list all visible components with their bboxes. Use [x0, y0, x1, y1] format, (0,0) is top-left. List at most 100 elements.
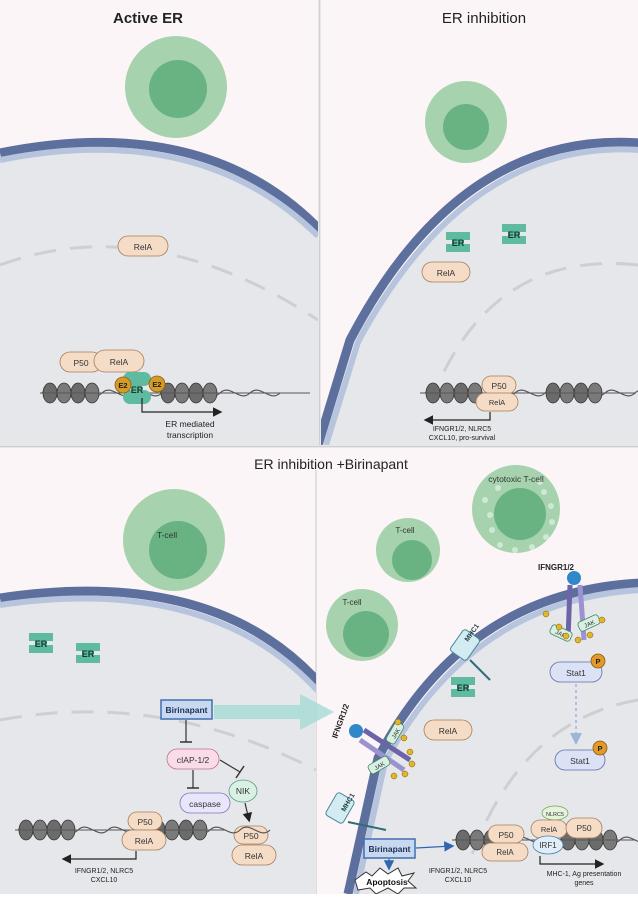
panel-title-er-inhibition: ER inhibition — [442, 10, 526, 27]
irf1-protein — [532, 835, 564, 855]
er-dimer-2: ER — [502, 224, 526, 244]
tcell-nucleus-4 — [392, 540, 432, 580]
rela-label: RelA — [134, 242, 153, 252]
genes-label-5a: MHC-1, Ag presentation — [547, 871, 622, 878]
transcription-arrow — [141, 398, 223, 417]
rela-bound-label-4: RelA — [496, 848, 514, 857]
rela-label-3b: RelA — [135, 836, 154, 846]
stat1-top-label: Stat1 — [566, 668, 586, 678]
apoptosis-label: Apoptosis — [366, 877, 408, 887]
rela-bound-protein-2 — [475, 392, 519, 412]
nuclear-envelope-4 — [468, 698, 638, 861]
ifngr-top-label: IFNGR1/2 — [538, 563, 575, 572]
birinapant-label-2: Birinapant — [368, 844, 410, 854]
er-label-1: ER — [452, 238, 465, 248]
rela-protein — [117, 235, 169, 257]
e2-left-label: E2 — [118, 381, 127, 390]
rela-protein-3a — [231, 844, 277, 866]
tcell-nucleus-3 — [149, 521, 207, 579]
genes-label-4b: CXCL10 — [445, 877, 472, 884]
birinapant-to-dna-arrow — [415, 841, 455, 852]
er-label-4: ER — [82, 649, 95, 659]
p50-label: P50 — [73, 358, 88, 368]
cell-membrane-inner-3 — [0, 595, 316, 694]
rela-bound-protein — [93, 349, 145, 373]
rela-protein-4 — [423, 719, 473, 741]
rela-label-5: RelA — [541, 825, 557, 834]
ifngr-receptor-mid: JAK JAK — [349, 718, 416, 780]
rela-label-4: RelA — [439, 726, 458, 736]
transcription-label-1: ER mediated — [165, 419, 214, 429]
transcription-arrow-3 — [61, 851, 137, 864]
caspase-label: caspase — [189, 799, 221, 809]
phospho-top-label: P — [595, 657, 600, 666]
panel-title-active-er: Active ER — [113, 10, 183, 27]
transcription-arrow-4 — [539, 856, 605, 869]
er-dimer-4: ER — [76, 643, 100, 663]
e2-right-label: E2 — [152, 380, 161, 389]
cytotoxic-granules — [482, 479, 555, 553]
transcription-arrow-2 — [423, 412, 491, 425]
cell-interior-3 — [0, 598, 316, 894]
genes-label-2b: CXCL10, pro-survival — [429, 435, 496, 442]
panel-title-combo: ER inhibition +Birinapant — [254, 456, 408, 472]
jak-label-1: JAK — [584, 620, 597, 630]
er-label: ER — [131, 385, 144, 395]
irf1-label: IRF1 — [539, 841, 557, 850]
ifngr-receptor-top: JAK JAK — [542, 571, 606, 644]
rela-protein-2 — [421, 261, 471, 283]
inhibit-bar-3 — [235, 765, 245, 779]
genes-label-5b: genes — [574, 880, 594, 887]
jak-label-4: JAK — [374, 761, 387, 772]
er-dimer — [123, 372, 151, 404]
tcell-nucleus-5 — [343, 611, 389, 657]
cytotoxic-label: cytotoxic T-cell — [488, 474, 544, 484]
stat1-top — [549, 661, 603, 683]
cell-membrane-inner-4 — [353, 587, 638, 894]
cell-membrane-outer — [0, 137, 318, 234]
er-label-2: ER — [508, 230, 521, 240]
phospho-bottom-label: P — [597, 744, 602, 753]
cell-membrane-outer-3 — [0, 586, 316, 687]
rela-label-2: RelA — [437, 268, 456, 278]
p50-label-5: P50 — [576, 823, 591, 833]
jak-label-3: JAK — [391, 728, 402, 741]
panel-er-inhibition — [321, 81, 638, 445]
birinapant-box — [160, 699, 213, 720]
p50-protein-5 — [565, 817, 603, 839]
er-dimer-5: ER — [451, 677, 475, 697]
combo-left-cell — [0, 586, 316, 894]
er-label-5: ER — [457, 683, 470, 693]
e2-ligand-left — [114, 376, 132, 394]
rela-bound-protein-4 — [481, 842, 529, 862]
ciap-protein — [166, 748, 220, 770]
nuclear-envelope-2 — [438, 261, 638, 381]
rela-bound-label: RelA — [110, 357, 129, 367]
cell-interior-2 — [321, 149, 638, 445]
nik-arrow — [242, 802, 253, 823]
genes-label-2a: IFNGR1/2, NLRC5 — [433, 426, 491, 433]
p50-protein-3a — [233, 825, 269, 845]
genes-label-3a: IFNGR1/2, NLRC5 — [75, 868, 133, 875]
phospho-top — [590, 653, 606, 669]
rela-label-3a: RelA — [245, 851, 264, 861]
e2-ligand-right — [148, 375, 166, 393]
nuclear-envelope-3 — [0, 710, 316, 772]
er-label-3: ER — [35, 639, 48, 649]
cell-membrane-inner-2 — [323, 146, 638, 445]
birinapant-box-2 — [363, 838, 416, 859]
tcell-nucleus-2 — [443, 104, 489, 150]
nik-protein — [228, 779, 258, 803]
p50-label-3b: P50 — [137, 817, 152, 827]
stat1-bottom — [554, 749, 606, 771]
p50-label-4: P50 — [498, 830, 513, 840]
jak-label-2: JAK — [554, 630, 567, 640]
genes-label-4a: IFNGR1/2, NLRC5 — [429, 868, 487, 875]
cell-membrane-inner — [0, 146, 318, 239]
treatment-arrow — [214, 694, 334, 730]
genes-label-3b: CXCL10 — [91, 877, 118, 884]
cytotoxic-tcell-nucleus — [494, 488, 546, 540]
er-dimer-3: ER — [29, 633, 53, 653]
